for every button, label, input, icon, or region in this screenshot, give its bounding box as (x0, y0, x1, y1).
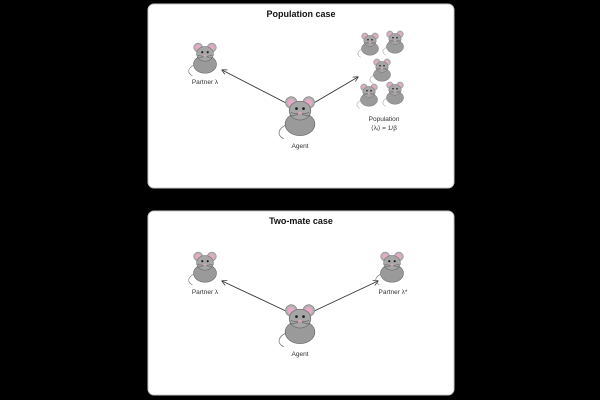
population-label: Population (369, 116, 400, 123)
panel-background (147, 3, 455, 189)
arrow-icon (311, 281, 378, 313)
panel-two-mate-case: Two-mate case Partner λ Agent Partner λ* (147, 210, 455, 396)
panel-background (147, 210, 455, 396)
agent-mouse: Agent (278, 304, 316, 358)
agent-label: Agent (292, 143, 309, 150)
panel-title: Two-mate case (269, 216, 333, 226)
agent-mouse: Agent (278, 96, 316, 150)
arrow-icon (222, 70, 289, 105)
panel-population-case: Population case Partner λ Agent Populati… (147, 3, 455, 189)
partner-label: Partner λ (192, 79, 219, 86)
arrow-icon (311, 77, 358, 105)
agent-label: Agent (292, 351, 309, 358)
partner-star-label: Partner λ* (379, 289, 408, 296)
partner-mouse: Partner λ (188, 251, 219, 296)
population-group: Population ⟨λᵢ⟩ = 1/β (356, 30, 404, 132)
partner-label: Partner λ (192, 289, 219, 296)
arrow-icon (222, 281, 289, 313)
panel-title: Population case (266, 9, 335, 19)
partner-mouse: Partner λ (188, 42, 219, 86)
partner-star-mouse: Partner λ* (375, 251, 408, 296)
population-mean-label: ⟨λᵢ⟩ = 1/β (371, 124, 397, 132)
